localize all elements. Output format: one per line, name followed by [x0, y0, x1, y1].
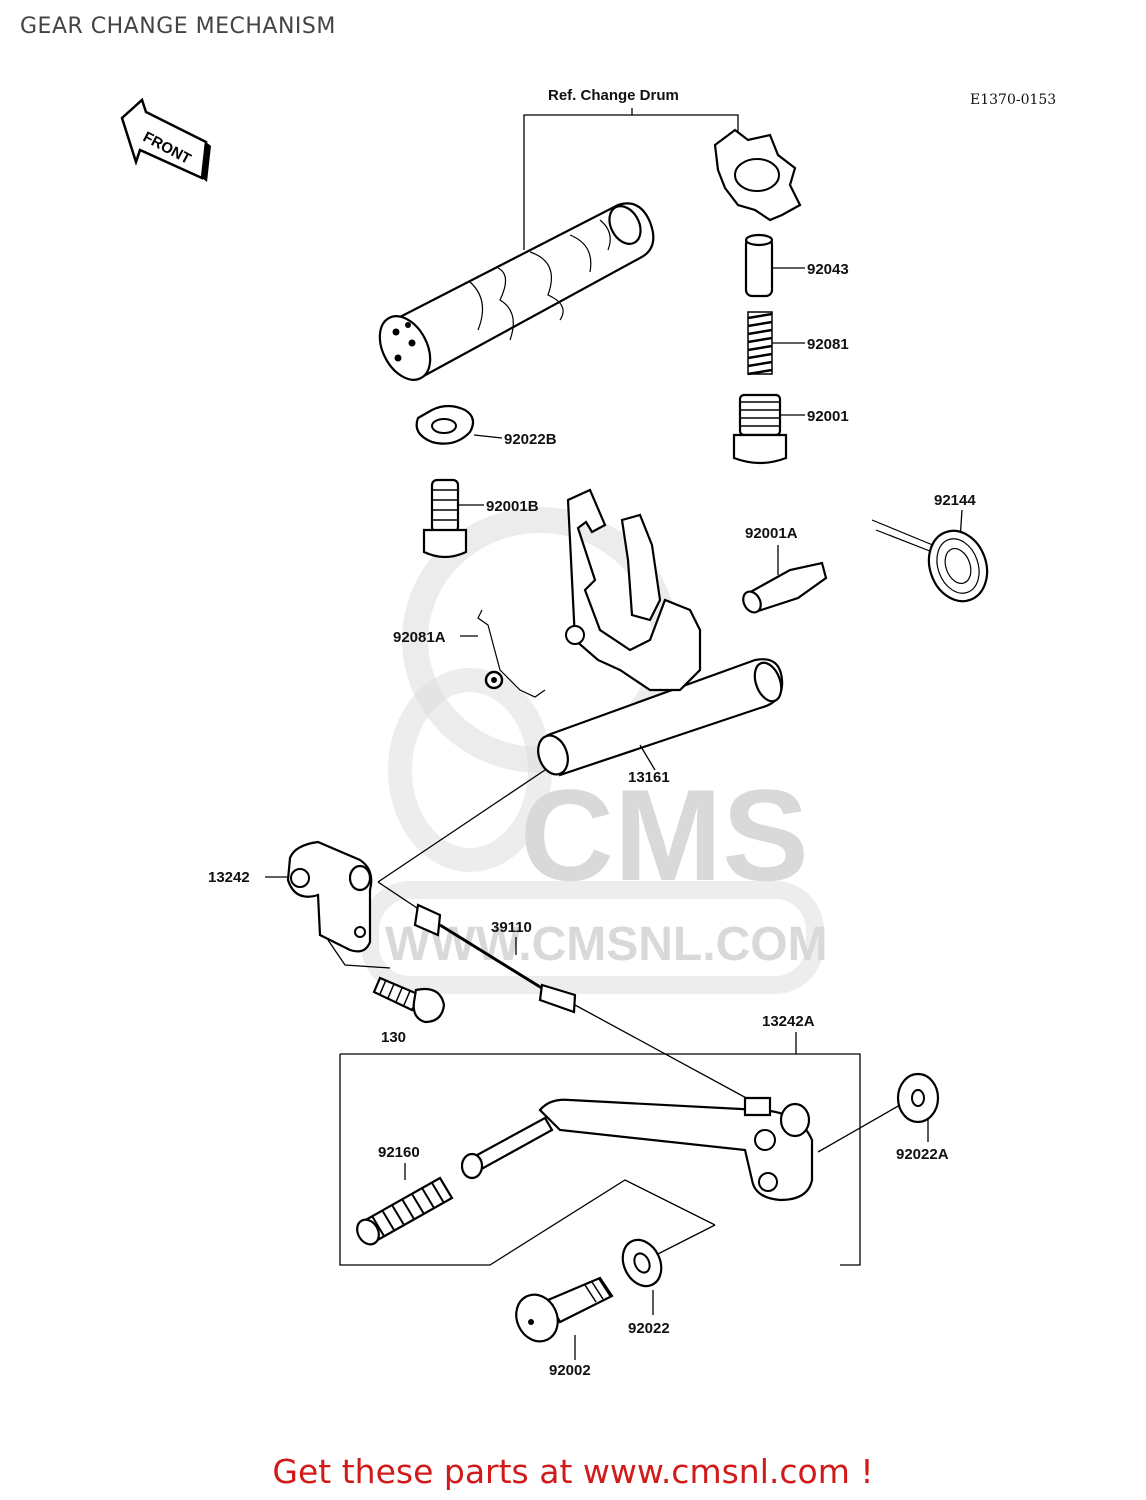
part-label-92001A: 92001A: [745, 525, 798, 542]
part-92022: 92022: [621, 1224, 716, 1337]
part-92001A: 92001A: [742, 525, 828, 614]
part-label-92144: 92144: [934, 492, 976, 509]
part-92001: 92001: [732, 393, 849, 465]
part-92022B: 92022B: [415, 404, 557, 448]
part-label-130: 130: [381, 1029, 406, 1046]
part-130: 130: [372, 976, 446, 1046]
part-13242A: 13242A: [339, 1013, 861, 1266]
part-label-39110: 39110: [491, 919, 532, 936]
watermark-mascot-body: [388, 668, 552, 872]
part-92144: 92144: [871, 492, 989, 603]
leader-shaft-to-clamp: [377, 769, 546, 883]
watermark-logo: CMS: [520, 762, 809, 908]
change-drum-star-plate: [713, 128, 802, 222]
part-label-92022A: 92022A: [896, 1146, 949, 1163]
part-label-13242: 13242: [208, 869, 250, 886]
part-label-92022: 92022: [628, 1320, 670, 1337]
change-drum-bracket: Ref. Change Drum: [523, 87, 739, 250]
part-label-92002: 92002: [549, 1362, 591, 1379]
part-label-92001B: 92001B: [486, 498, 539, 515]
part-13242: 13242: [208, 840, 391, 969]
drawing-code: E1370-0153: [970, 92, 1056, 108]
part-39110: 39110: [377, 881, 751, 1101]
part-92001B: 92001B: [422, 478, 539, 559]
change-drum-label: Ref. Change Drum: [548, 87, 679, 104]
part-92022A: 92022A: [817, 1072, 949, 1163]
part-label-92160: 92160: [378, 1144, 420, 1161]
part-label-92081: 92081: [807, 336, 849, 353]
watermark-url: WWW.CMSNL.COM: [385, 918, 828, 971]
watermark: CMS WWW.CMSNL.COM: [361, 507, 828, 994]
part-92002: 92002: [515, 1276, 614, 1379]
part-label-92081A: 92081A: [393, 629, 446, 646]
part-label-13242A: 13242A: [762, 1013, 815, 1030]
change-drum: [378, 202, 655, 381]
part-label-92001: 92001: [807, 408, 849, 425]
part-label-13161: 13161: [628, 769, 670, 786]
part-92043: 92043: [744, 233, 849, 298]
page-title: GEAR CHANGE MECHANISM: [20, 14, 336, 39]
front-arrow-icon: FRONT: [120, 97, 211, 182]
parts-diagram: CMS WWW.CMSNL.COM FRONT E1370-0153 Ref. …: [120, 87, 1056, 1379]
part-92160: 92160: [356, 1144, 454, 1246]
part-label-92022B: 92022B: [504, 431, 557, 448]
part-13161: 13161: [537, 488, 784, 786]
part-label-92043: 92043: [807, 261, 849, 278]
promo-banner: Get these parts at www.cmsnl.com !: [272, 1452, 874, 1491]
part-92081: 92081: [747, 311, 849, 376]
part-92081A: 92081A: [393, 609, 546, 698]
